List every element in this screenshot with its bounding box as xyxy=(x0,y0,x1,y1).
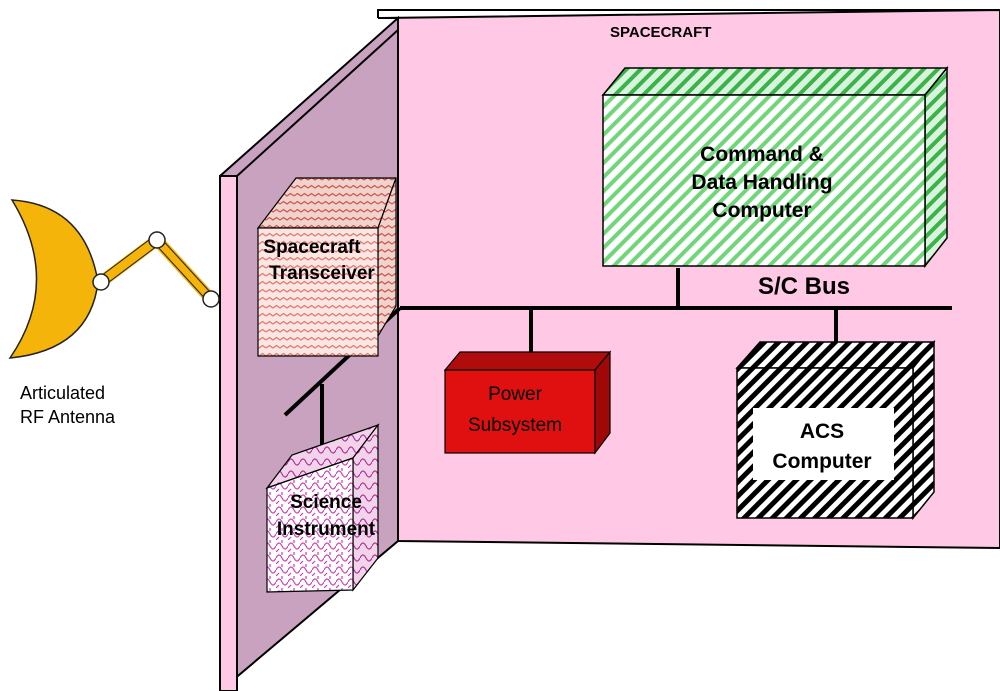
antenna-label-line1: Articulated xyxy=(20,383,105,403)
power-subsystem-box xyxy=(443,350,612,455)
cdh-computer xyxy=(601,65,949,269)
transceiver-box xyxy=(256,177,397,357)
acs-label-line2: Computer xyxy=(772,450,871,473)
cdh-label-line1: Command & xyxy=(700,143,824,166)
cdh-label-line2: Data Handling xyxy=(691,171,832,194)
acs-computer-box xyxy=(735,339,936,521)
back-panel-top-edge xyxy=(377,9,1000,18)
transceiver-label-line2: Transceiver xyxy=(269,263,375,284)
rf-antenna xyxy=(8,199,220,359)
acs-label-line1: ACS xyxy=(800,420,844,443)
antenna-arm xyxy=(97,234,215,303)
side-panel-edge xyxy=(219,175,238,691)
science-label-line1: Science xyxy=(290,492,362,513)
science-label-line2: Instrument xyxy=(277,519,376,540)
antenna-dish xyxy=(8,199,99,359)
science-instrument-box xyxy=(265,423,380,593)
spacecraft-label: SPACECRAFT xyxy=(610,24,711,41)
antenna-joint-3 xyxy=(202,290,220,308)
antenna-joint-1 xyxy=(92,273,110,291)
transceiver-label-line1: Spacecraft xyxy=(263,237,361,258)
side-panel-top-edge xyxy=(236,29,399,177)
power-label-line1: Power xyxy=(488,384,543,405)
cdh-label-line3: Computer xyxy=(712,199,811,222)
antenna-label-line2: RF Antenna xyxy=(20,407,116,427)
antenna-joint-2 xyxy=(148,231,166,249)
bus-label: S/C Bus xyxy=(758,273,850,300)
acs-label-plate xyxy=(753,408,894,480)
power-label-line2: Subsystem xyxy=(468,415,562,436)
